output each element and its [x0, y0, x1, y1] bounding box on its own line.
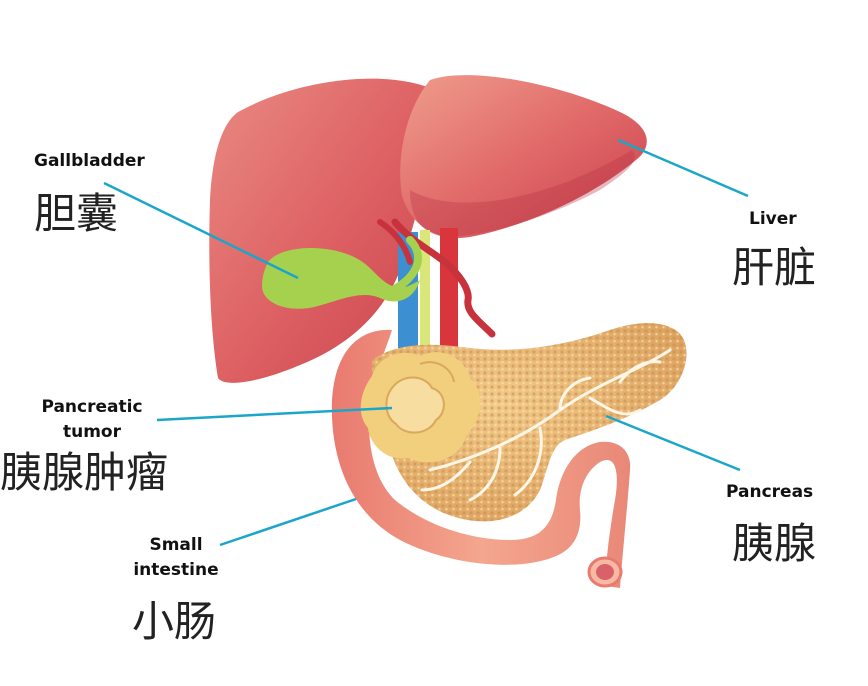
pancreas-label: Pancreas	[726, 482, 814, 502]
leader-liver	[617, 138, 749, 198]
tumor-detail-2	[419, 361, 455, 383]
duodenum-shape	[331, 329, 631, 588]
artery-branch	[391, 218, 496, 338]
pancreas-label-zh: 胰腺	[732, 519, 817, 568]
liver-left-lobe	[209, 78, 433, 383]
pancreatic-tumor-label-line1: Pancreatic	[41, 397, 143, 417]
small-intestine-label-line2: intestine	[133, 560, 219, 580]
liver-label-zh: 肝脏	[732, 243, 817, 292]
pancreatic-tumor-label-zh: 胰腺肿瘤	[0, 448, 169, 497]
liver-right-lobe	[400, 75, 647, 239]
artery-branch-2	[377, 219, 413, 265]
small-intestine-label: Small intestine	[126, 533, 226, 583]
cystic-duct	[386, 236, 422, 296]
leader-small-intestine	[219, 497, 357, 547]
pancreatic-tumor-label: Pancreatic tumor	[36, 395, 148, 445]
intestine-lumen	[596, 564, 614, 580]
leader-pancreatic-tumor	[156, 406, 393, 422]
leader-gallbladder	[103, 181, 299, 280]
small-intestine-label-line1: Small	[149, 535, 203, 555]
hepatic-artery	[440, 228, 458, 354]
pancreatic-tumor-label-line2: tumor	[62, 422, 121, 442]
bile-duct	[420, 230, 430, 352]
leader-pancreas	[605, 414, 741, 472]
gallbladder-shape	[262, 247, 420, 309]
gallbladder-label-zh: 胆囊	[34, 189, 119, 238]
small-intestine-label-zh: 小肠	[132, 597, 217, 646]
gallbladder-label: Gallbladder	[34, 151, 145, 171]
liver-shadow	[410, 150, 635, 237]
tumor-detail	[385, 376, 445, 434]
pancreatic-duct	[420, 348, 672, 502]
liver-label: Liver	[749, 209, 797, 229]
leader-lines	[103, 138, 749, 547]
